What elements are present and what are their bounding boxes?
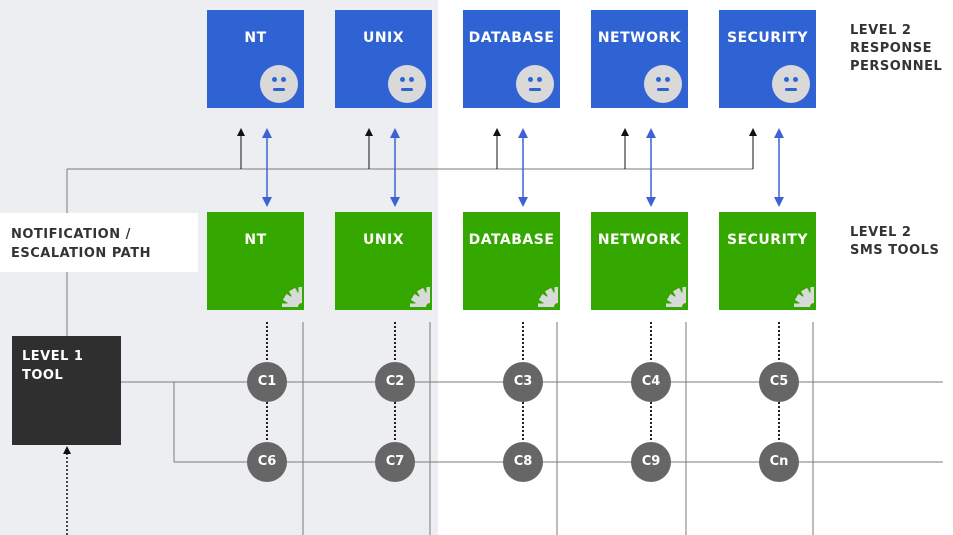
component-c8[interactable]: C8	[503, 442, 543, 482]
component-c2[interactable]: C2	[375, 362, 415, 402]
personnel-label: UNIX	[362, 30, 405, 46]
neutral-face-icon	[388, 65, 426, 103]
gear-icon	[260, 265, 302, 307]
tool-box-database[interactable]: DATABASE	[463, 212, 560, 310]
personnel-box-nt[interactable]: NT	[207, 10, 304, 108]
component-c3[interactable]: C3	[503, 362, 543, 402]
personnel-box-unix[interactable]: UNIX	[335, 10, 432, 108]
component-cn[interactable]: Cn	[759, 442, 799, 482]
personnel-label: NETWORK	[597, 30, 682, 46]
level2-tools-label: LEVEL 2 SMS TOOLS	[850, 225, 940, 258]
neutral-face-icon	[516, 65, 554, 103]
neutral-face-icon	[260, 65, 298, 103]
personnel-label: SECURITY	[727, 30, 808, 46]
tool-box-nt[interactable]: NT	[207, 212, 304, 310]
notification-escalation-label: NOTIFICATION / ESCALATION PATH	[11, 227, 151, 261]
level2-personnel-label: LEVEL 2 RESPONSE PERSONNEL	[850, 23, 943, 74]
component-c6[interactable]: C6	[247, 442, 287, 482]
personnel-label: DATABASE	[468, 30, 555, 46]
tool-label: SECURITY	[727, 232, 808, 248]
tool-label: UNIX	[362, 232, 405, 248]
component-c1[interactable]: C1	[247, 362, 287, 402]
gear-icon	[772, 265, 814, 307]
personnel-label: NT	[244, 30, 267, 46]
neutral-face-icon	[644, 65, 682, 103]
notification-escalation-label-box: NOTIFICATION / ESCALATION PATH	[0, 213, 198, 272]
tool-box-network[interactable]: NETWORK	[591, 212, 688, 310]
gear-icon	[516, 265, 558, 307]
component-c4[interactable]: C4	[631, 362, 671, 402]
personnel-box-database[interactable]: DATABASE	[463, 10, 560, 108]
gear-icon	[388, 265, 430, 307]
level1-tool-label: LEVEL 1 TOOL	[22, 349, 84, 383]
tool-label: NT	[244, 232, 267, 248]
component-c5[interactable]: C5	[759, 362, 799, 402]
personnel-box-network[interactable]: NETWORK	[591, 10, 688, 108]
personnel-box-security[interactable]: SECURITY	[719, 10, 816, 108]
tool-box-unix[interactable]: UNIX	[335, 212, 432, 310]
component-c7[interactable]: C7	[375, 442, 415, 482]
level1-tool-box[interactable]: LEVEL 1 TOOL	[12, 336, 121, 445]
tool-label: DATABASE	[468, 232, 555, 248]
component-c9[interactable]: C9	[631, 442, 671, 482]
neutral-face-icon	[772, 65, 810, 103]
gear-icon	[644, 265, 686, 307]
tool-label: NETWORK	[597, 232, 682, 248]
tool-box-security[interactable]: SECURITY	[719, 212, 816, 310]
